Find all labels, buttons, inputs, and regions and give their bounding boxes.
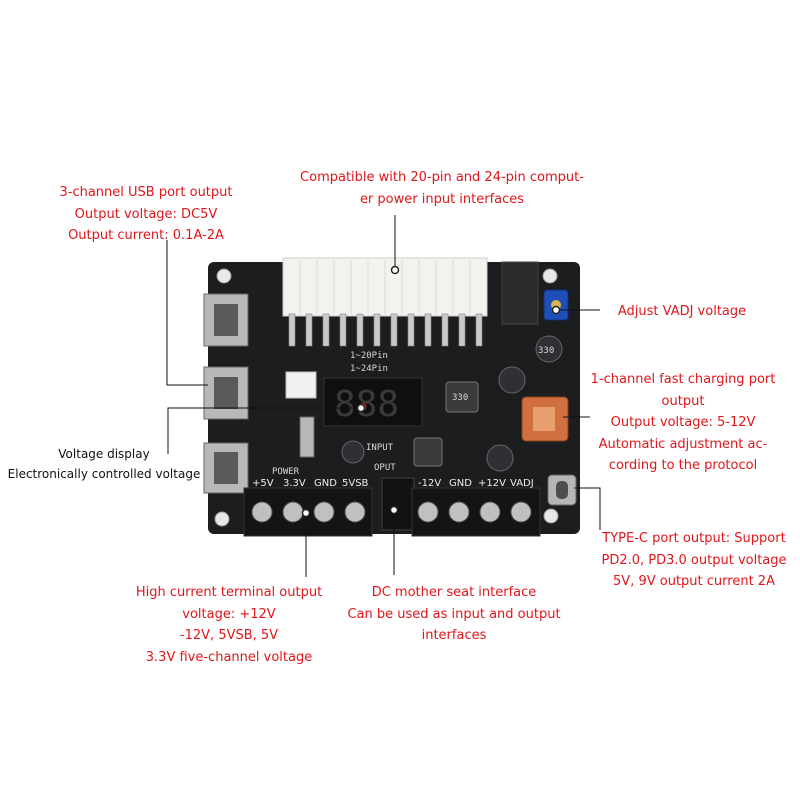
callout-display: Voltage display Electronically controlle… xyxy=(6,444,202,484)
callout-line: Voltage display xyxy=(58,447,150,461)
capacitor xyxy=(486,444,514,472)
callout-line: 1-channel fast charging port xyxy=(590,372,776,387)
callout-line: Can be used as input and output xyxy=(347,606,561,622)
dc-barrel-jack xyxy=(381,477,415,531)
jst-connector xyxy=(285,371,317,399)
regulator-ic xyxy=(501,261,539,325)
capacitor xyxy=(341,440,365,464)
callout-line: Electronically controlled voltage xyxy=(7,467,201,481)
leader-typec xyxy=(574,487,601,530)
callout-line: High current terminal output xyxy=(135,585,323,600)
callout-line: Output voltage: DC5V xyxy=(74,206,218,222)
callout-line: Compatible with 20-pin and 24-pin comput… xyxy=(300,170,584,185)
terminal-label: +12V xyxy=(478,478,506,489)
callout-type-c: TYPE-C port output: Support PD2.0, PD3.0… xyxy=(596,528,792,593)
inductor-label: 330 xyxy=(452,393,468,403)
terminal-block-right xyxy=(411,487,541,537)
usb-port-3 xyxy=(203,442,249,494)
power-switch xyxy=(299,416,315,458)
silk-power: POWER xyxy=(272,467,300,477)
callout-line: 5V, 9V output current 2A xyxy=(613,574,775,589)
callout-line: Output voltage: 5-12V xyxy=(610,415,756,430)
terminal-label: -12V xyxy=(418,478,441,489)
mount-hole xyxy=(542,268,558,284)
callout-dc-jack: DC mother seat interface Can be used as … xyxy=(336,582,572,647)
leader-usb xyxy=(166,240,208,386)
callout-line: Automatic adjustment ac- xyxy=(598,436,768,452)
voltage-display xyxy=(323,377,423,427)
mount-hole xyxy=(214,511,230,527)
inductor xyxy=(413,437,443,467)
silk-input: INPUT xyxy=(366,443,394,453)
silk-20pin: 1~20Pin xyxy=(350,351,388,361)
callout-terminals: High current terminal output voltage: +1… xyxy=(126,582,332,668)
callout-line: output xyxy=(661,393,705,409)
callout-line: voltage: +12V xyxy=(182,606,276,622)
callout-line: 3-channel USB port output xyxy=(59,185,233,200)
terminal-label: VADJ xyxy=(510,478,534,489)
callout-line: Output current: 0.1A-2A xyxy=(68,228,224,243)
capacitor xyxy=(498,366,526,394)
callout-line: er power input interfaces xyxy=(359,191,525,207)
callout-line: Adjust VADJ voltage xyxy=(617,304,747,319)
usb-port-1 xyxy=(203,293,249,347)
silk-output: OPUT xyxy=(374,463,396,473)
capacitor xyxy=(535,335,563,363)
terminal-label: +5V xyxy=(252,478,274,489)
mount-hole xyxy=(543,508,559,524)
terminal-label: 3.3V xyxy=(283,478,306,489)
leader-display xyxy=(167,407,361,454)
display-digits: 888 xyxy=(334,384,399,425)
usb-port-2 xyxy=(203,366,249,420)
callout-line: interfaces xyxy=(421,628,487,643)
callout-line: 3.3V five-channel voltage xyxy=(145,649,313,665)
silk-24pin: 1~24Pin xyxy=(350,364,388,374)
callout-line: DC mother seat interface xyxy=(371,585,537,600)
callout-fast-charge: 1-channel fast charging port output Outp… xyxy=(588,369,778,477)
inductor xyxy=(445,381,479,413)
mount-hole xyxy=(216,268,232,284)
callout-line: TYPE-C port output: Support xyxy=(602,531,786,546)
terminal-label: GND xyxy=(314,478,337,489)
callout-atx: Compatible with 20-pin and 24-pin comput… xyxy=(292,167,592,210)
callout-vadj: Adjust VADJ voltage xyxy=(612,301,752,323)
cap-label: 330 xyxy=(538,346,554,356)
callout-line: PD2.0, PD3.0 output voltage xyxy=(601,552,787,568)
terminal-label: 5VSB xyxy=(342,478,369,489)
callout-line: -12V, 5VSB, 5V xyxy=(179,628,279,643)
callout-usb: 3-channel USB port output Output voltage… xyxy=(56,182,236,247)
terminal-label: GND xyxy=(449,478,472,489)
callout-line: cording to the protocol xyxy=(608,458,758,473)
